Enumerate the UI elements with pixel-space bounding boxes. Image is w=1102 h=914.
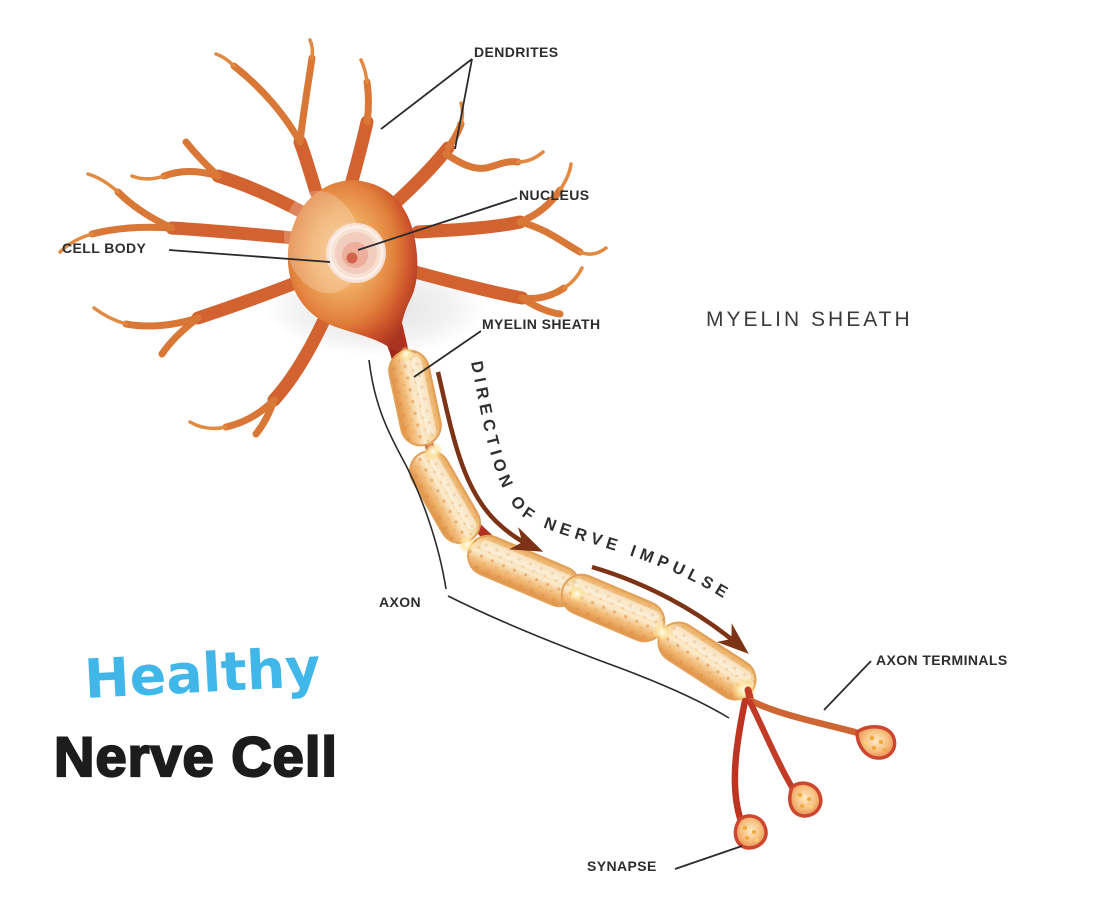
label-dendrites: DENDRITES xyxy=(474,44,559,60)
label-axon: AXON xyxy=(379,594,422,610)
leader-line-cell-body xyxy=(168,249,331,263)
impulse-arrow xyxy=(591,564,749,654)
synapse-bulbs xyxy=(733,725,897,850)
myelin-sheath-segments xyxy=(388,349,757,701)
label-myelin-sheath-heading: MYELIN SHEATH xyxy=(706,308,913,331)
nucleus xyxy=(326,223,386,283)
label-synapse: SYNAPSE xyxy=(587,858,657,874)
label-nucleus: NUCLEUS xyxy=(519,187,590,203)
dendrites xyxy=(58,38,608,438)
impulse-arrow xyxy=(435,371,544,552)
myelin-segment xyxy=(657,621,757,701)
myelin-segment xyxy=(560,573,666,643)
leader-line-nucleus xyxy=(357,197,518,251)
label-myelin-sheath-pointer: MYELIN SHEATH xyxy=(482,316,601,332)
myelin-segment xyxy=(388,349,442,447)
myelin-segment xyxy=(409,450,481,544)
label-axon-terminals: AXON TERMINALS xyxy=(876,652,1008,668)
leader-line-dendrites-1 xyxy=(380,58,473,130)
synapse-bulb xyxy=(788,781,823,818)
title-nerve-cell: Nerve Cell xyxy=(53,724,338,789)
title-healthy: Healthy xyxy=(82,635,322,711)
leader-line-axon-terminals xyxy=(823,660,872,711)
leader-lines xyxy=(168,58,872,870)
leader-line-dendrites-2 xyxy=(454,58,473,150)
synapse-bulb xyxy=(855,725,897,760)
label-cell-body: CELL BODY xyxy=(62,240,147,256)
impulse-arrows xyxy=(435,371,749,654)
synapse-bulb xyxy=(733,814,768,850)
axon-bracket-line xyxy=(368,359,730,719)
leader-line-synapse xyxy=(674,845,743,870)
axon-terminals xyxy=(731,686,862,825)
leader-line-myelin-sheath xyxy=(413,330,482,378)
node-glows xyxy=(398,346,757,703)
myelin-segment xyxy=(467,534,581,608)
